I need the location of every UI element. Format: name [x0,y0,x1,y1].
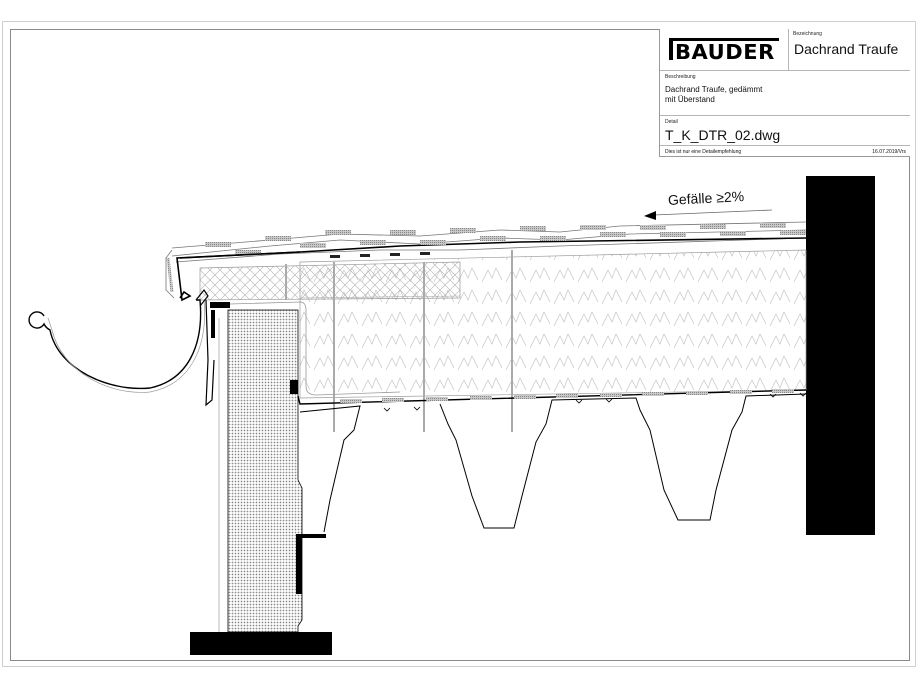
logo-cell: BAUDER [660,29,789,71]
logo-text: BAUDER [675,40,775,64]
title-block: BAUDER Bezeichnung Dachrand Traufe Besch… [659,29,910,157]
logo-stem [669,38,673,60]
deck-fixings [383,392,807,412]
slope-arrow [644,209,773,220]
edge-beam [210,301,807,633]
eaves-flashing [176,251,301,302]
crosshatch-insulation [199,261,461,301]
detail-filename: T_K_DTR_02.dwg [665,127,781,143]
date-author: 16.07.2019/Vrs [872,149,906,155]
arrow-left-icon [644,211,656,220]
drawing-frame [10,29,910,661]
bauder-logo: BAUDER [669,38,779,64]
angle-bracket [296,534,326,594]
beschreibung-label: Beschreibung [665,74,696,80]
title-row-description: Beschreibung [660,71,910,116]
disclaimer-note: Dies ist nur eine Detailempfehlung [665,149,742,155]
wall-column [806,176,875,535]
trapezoidal-deck [299,393,807,533]
description-line-2: mit Überstand [665,95,715,104]
bezeichnung-label: Bezeichnung [793,31,822,37]
half-round-gutter [28,288,209,393]
description-line-1: Dachrand Traufe, gedämmt [665,85,763,94]
detail-label: Detail [665,119,678,125]
logo-bar [669,38,779,41]
concrete-base [190,632,332,655]
description-text: Dachrand Traufe, gedämmt mit Überstand [665,85,762,105]
sheet-border [2,21,916,667]
vapour-barrier [340,389,794,403]
title-row-header: BAUDER Bezeichnung Dachrand Traufe [660,29,910,71]
title-row-detail: Detail [660,116,910,146]
fascia-flashing [205,299,215,407]
bezeichnung-value: Dachrand Traufe [794,41,899,57]
